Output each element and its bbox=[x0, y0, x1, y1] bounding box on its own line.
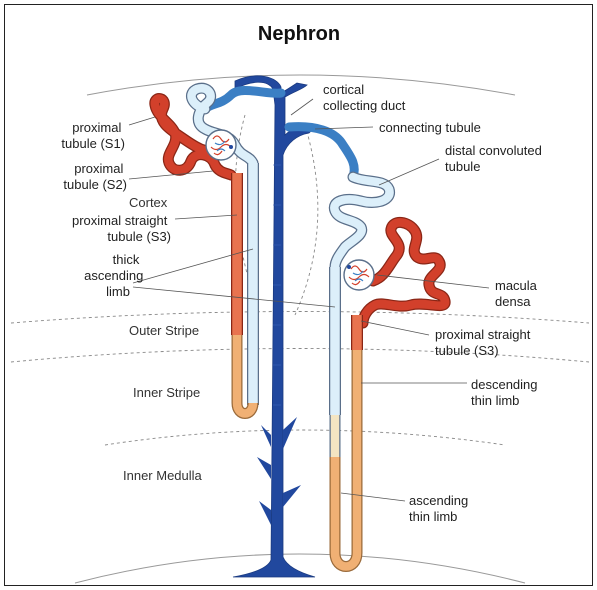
diagram-title: Nephron bbox=[258, 23, 340, 45]
label-proximal-tubule-s2: proximal tubule (S2) bbox=[63, 161, 127, 192]
left-nephron bbox=[155, 88, 253, 413]
label-cortical-collecting-duct: cortical collecting duct bbox=[323, 82, 406, 113]
label-proximal-tubule-s1: proximal tubule (S1) bbox=[61, 120, 125, 151]
zone-label-inner-medulla: Inner Medulla bbox=[123, 468, 203, 483]
label-descending-thin-limb: descending thin limb bbox=[471, 377, 541, 408]
label-connecting-tubule: connecting tubule bbox=[379, 120, 481, 135]
right-glomerulus bbox=[344, 260, 374, 290]
right-proximal-convoluted-tubule bbox=[363, 222, 445, 323]
label-distal-convoluted-tubule: distal convoluted tubule bbox=[445, 143, 545, 174]
label-thick-ascending-limb: thick ascending limb bbox=[84, 252, 147, 299]
label-proximal-straight-tubule-right: proximal straight tubule (S3) bbox=[435, 327, 534, 358]
label-ascending-thin-limb: ascending thin limb bbox=[409, 493, 472, 524]
connecting-tubule-left bbox=[205, 90, 281, 109]
zone-label-cortex: Cortex bbox=[129, 195, 168, 210]
left-glomerulus bbox=[206, 130, 236, 160]
inner-stripe-medulla-boundary bbox=[105, 430, 505, 445]
zone-label-outer-stripe: Outer Stripe bbox=[129, 323, 199, 338]
label-proximal-straight-tubule-left: proximal straight tubule (S3) bbox=[72, 213, 171, 244]
papilla-base-line bbox=[75, 554, 525, 583]
diagram-frame: Nephron bbox=[4, 4, 593, 586]
cortex-vessel-dash-right bbox=[295, 125, 318, 315]
label-macula-densa: macula densa bbox=[495, 278, 541, 309]
zone-label-inner-stripe: Inner Stripe bbox=[133, 385, 200, 400]
nephron-diagram: Nephron bbox=[5, 5, 594, 587]
cortex-outer-stripe-boundary bbox=[11, 312, 589, 324]
right-distal-convoluted-tubule bbox=[334, 177, 389, 267]
outer-inner-stripe-boundary bbox=[11, 349, 589, 363]
